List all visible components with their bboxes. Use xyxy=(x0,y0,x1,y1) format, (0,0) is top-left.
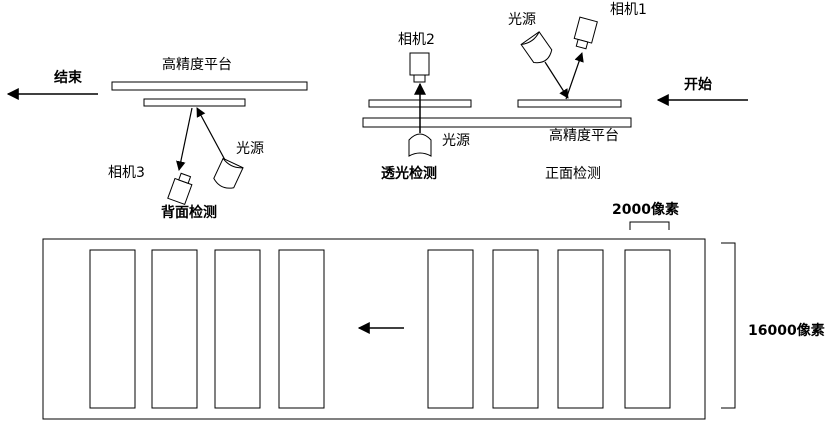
camera1-icon xyxy=(573,16,598,50)
start-label: 开始 xyxy=(684,77,712,93)
right-platform-base xyxy=(362,117,632,128)
platform-top-label: 高精度平台 xyxy=(162,57,232,73)
backlight-inspection-label: 透光检测 xyxy=(381,166,437,182)
light-top-ray xyxy=(544,61,569,99)
light-top-label: 光源 xyxy=(508,12,536,28)
width-pixels-label: 2000像素 xyxy=(612,202,679,218)
camera2-icon xyxy=(409,52,430,83)
image-strip xyxy=(89,249,136,409)
image-strip xyxy=(151,249,198,409)
right-platform-plate-b xyxy=(517,99,622,108)
platform-right-label: 高精度平台 xyxy=(549,128,619,144)
light-left-ray xyxy=(196,107,226,161)
front-inspection-label: 正面检测 xyxy=(545,166,601,182)
light-left-label: 光源 xyxy=(236,141,264,157)
camera3-icon xyxy=(167,172,193,206)
image-strip xyxy=(427,249,474,409)
end-label: 结束 xyxy=(54,70,82,86)
backlight-source-icon xyxy=(408,133,432,157)
light-source-left-icon xyxy=(213,157,244,189)
camera1-ray xyxy=(565,52,584,100)
camera1-label: 相机1 xyxy=(610,2,647,18)
height-pixels-label: 16000像素 xyxy=(748,323,825,339)
light-mid-label: 光源 xyxy=(442,133,470,149)
image-strip xyxy=(278,249,325,409)
camera3-label: 相机3 xyxy=(108,165,145,181)
image-strips xyxy=(89,249,671,409)
left-platform-bottom xyxy=(143,98,246,107)
image-frame xyxy=(42,238,706,420)
image-strip xyxy=(492,249,539,409)
left-platform-top xyxy=(111,81,308,91)
image-strip xyxy=(557,249,604,409)
camera3-ray xyxy=(176,107,193,171)
back-inspection-label: 背面检测 xyxy=(161,205,217,221)
image-strip xyxy=(624,249,671,409)
width-bracket xyxy=(629,221,670,230)
camera2-label: 相机2 xyxy=(398,32,435,48)
light-source-top-icon xyxy=(520,31,553,64)
image-strip xyxy=(214,249,261,409)
height-bracket xyxy=(721,242,736,409)
